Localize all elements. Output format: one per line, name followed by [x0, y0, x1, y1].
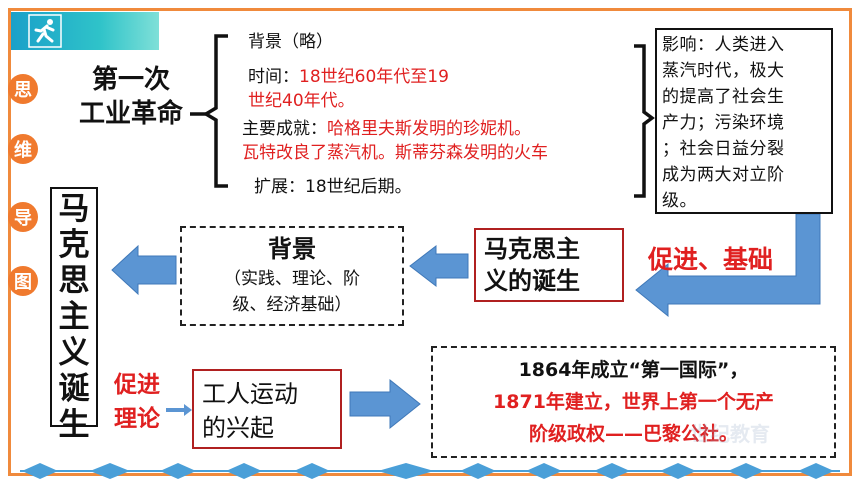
revolution-title-line1: 第一次 — [91, 65, 170, 95]
vertical-char: 克 — [58, 227, 90, 263]
international-line1: 1864年成立“第一国际”， — [518, 359, 749, 381]
birth-line2: 义的诞生 — [484, 267, 580, 295]
background-heading: 背景 — [268, 235, 316, 263]
influence-line: 的提高了社会生 — [662, 87, 785, 107]
revolution-background: 背景（略） — [248, 32, 333, 52]
vertical-char: 主 — [58, 299, 90, 335]
vertical-char: 生 — [58, 407, 90, 443]
influence-box: 影响：人类进入 蒸汽时代，极大 的提高了社会生 产力；污染环境 ；社会日益分裂 … — [655, 28, 833, 214]
time-value-line1: 18世纪60年代至19 — [299, 67, 449, 87]
left-brace — [202, 34, 228, 188]
vertical-char: 马 — [58, 191, 90, 227]
marxism-birth-box: 马克思主 义的诞生 — [474, 228, 624, 302]
promote-basis-label: 促进、基础 — [648, 245, 774, 274]
right-brace — [634, 44, 655, 198]
international-line2: 1871年建立，世界上第一个无产 — [493, 391, 774, 413]
labor-to-international-arrow — [349, 378, 421, 430]
background-line1: （实践、理论、阶 — [224, 269, 360, 289]
revolution-time: 时间：18世纪60年代至19 — [248, 65, 449, 89]
slide-frame — [8, 8, 852, 476]
promote-basis-arrow — [635, 213, 821, 318]
birth-line1: 马克思主 — [484, 235, 580, 263]
influence-line: 级。 — [662, 191, 697, 211]
background-to-marxism-arrow — [111, 244, 177, 296]
bottom-diamond-strip — [20, 463, 840, 479]
promote-line2: 理论 — [114, 406, 160, 432]
side-label-dao: 导 — [8, 202, 38, 232]
influence-line: 影响：人类进入 — [662, 35, 785, 55]
marxism-birth-vertical-box: 马 克 思 主 义 诞 生 — [50, 187, 98, 443]
achievements-line2: 瓦特改良了蒸汽机。斯蒂芬森发明的火车 — [242, 143, 548, 163]
achievements-label: 主要成就： — [242, 119, 327, 139]
vertical-char: 诞 — [58, 371, 90, 407]
labor-line1: 工人运动 — [202, 380, 298, 408]
influence-line: 蒸汽时代，极大 — [662, 61, 785, 81]
side-label-tu: 图 — [8, 266, 38, 296]
achievements-line1: 哈格里夫斯发明的珍妮机。 — [327, 119, 531, 139]
side-label-si: 思 — [8, 74, 38, 104]
labor-line2: 的兴起 — [202, 414, 274, 442]
revolution-title: 第一次 工业革命 — [72, 63, 190, 131]
revolution-title-line2: 工业革命 — [78, 99, 183, 129]
vertical-char: 义 — [58, 335, 90, 371]
watermark: 世纪教育 — [690, 422, 770, 446]
international-box: 1864年成立“第一国际”， 1871年建立，世界上第一个无产 阶级政权——巴黎… — [431, 346, 836, 458]
international-line3: 阶级政权——巴黎公社。 — [528, 423, 738, 445]
influence-line: 成为两大对立阶 — [662, 165, 785, 185]
labor-movement-box: 工人运动 的兴起 — [192, 369, 342, 449]
influence-line: 产力；污染环境 — [662, 113, 785, 133]
birth-to-background-arrow — [409, 244, 469, 288]
influence-line: ；社会日益分裂 — [662, 139, 785, 159]
side-label-wei: 维 — [8, 134, 38, 164]
background-line2: 级、经济基础） — [232, 295, 352, 315]
revolution-expansion: 扩展：18世纪后期。 — [254, 177, 412, 197]
running-person-icon — [28, 14, 62, 48]
revolution-achievements: 主要成就：哈格里夫斯发明的珍妮机。 — [242, 117, 531, 141]
promote-line1: 促进 — [114, 372, 160, 398]
promote-theory-label: 促进 理论 — [110, 368, 164, 436]
vertical-char: 思 — [58, 263, 90, 299]
time-label: 时间： — [248, 67, 299, 87]
theory-small-arrow — [166, 404, 192, 416]
background-box: 背景 （实践、理论、阶 级、经济基础） — [180, 226, 404, 326]
time-value-line2: 世纪40年代。 — [248, 91, 355, 111]
